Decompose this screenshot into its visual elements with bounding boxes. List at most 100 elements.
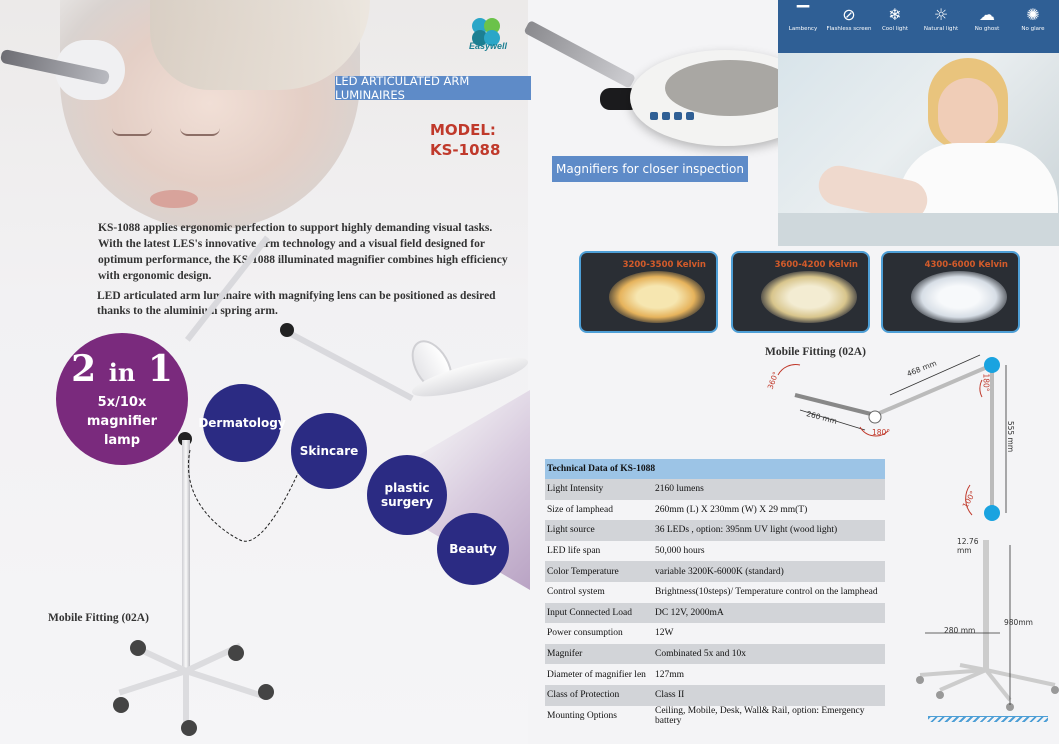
natural-light-icon: ☼ xyxy=(933,5,949,24)
table-title: Technical Data of KS-1088 xyxy=(545,459,885,479)
power-cable xyxy=(188,420,321,542)
dim-980mm: 980mm xyxy=(1004,618,1033,627)
spec-value: Combinated 5x and 10x xyxy=(655,643,885,665)
badge-in: in xyxy=(108,357,136,387)
spec-label: Power consumption xyxy=(547,628,623,639)
technical-data-table: Technical Data of KS-1088 Light Intensit… xyxy=(545,459,885,726)
kelvin-label: 4300-6000 Kelvin xyxy=(924,260,1008,270)
table-row: Control system Brightness(10steps)/ Tempe… xyxy=(545,582,885,603)
spec-value: variable 3200K-6000K (standard) xyxy=(655,561,885,582)
spec-label: LED life span xyxy=(547,546,601,557)
spec-label: Light source xyxy=(545,520,655,541)
feature-lambency: ▔Lambency xyxy=(780,4,826,32)
application-beauty: Beauty xyxy=(437,513,509,585)
caster-wheel xyxy=(113,697,129,713)
spec-label: Diameter of magnifier len xyxy=(547,669,646,680)
feature-natural-light: ☼ Natural light xyxy=(918,4,964,32)
arm-joint xyxy=(280,323,294,337)
badge-line-2: magnifier xyxy=(86,413,158,429)
feature-cool-light: ❄ Cool light xyxy=(872,4,918,32)
intro-paragraph-2: LED articulated arm luminaire with magni… xyxy=(97,290,496,317)
spec-label: Size of lamphead xyxy=(547,504,613,515)
closed-eye-right xyxy=(180,128,220,136)
beautician-photo xyxy=(778,53,1059,246)
warm-led-ring xyxy=(609,271,705,323)
spec-value: Brightness(10steps)/ Temperature control… xyxy=(655,587,878,598)
lamp-head-photo xyxy=(523,0,820,150)
feature-label: Cool light xyxy=(881,26,909,32)
feature-label: Flashless screen xyxy=(826,26,872,32)
lamp-pole xyxy=(182,440,190,670)
neutral-led-ring xyxy=(761,271,857,323)
spec-value: Class II xyxy=(655,684,885,706)
feature-no-glare: ✺ No glare xyxy=(1010,4,1056,32)
spec-value: 127mm xyxy=(655,669,685,680)
spec-value: DC 12V, 2000mA xyxy=(655,602,885,624)
spec-label: Input Connected Load xyxy=(545,602,655,624)
ground-line xyxy=(928,716,1048,722)
table-row: LED life span 50,000 hours xyxy=(545,541,885,562)
feature-label: Natural light xyxy=(923,26,959,32)
intro-paragraph-1: KS-1088 applies ergonomic perfection to … xyxy=(98,222,508,282)
spec-label: Class of Protection xyxy=(545,684,655,706)
brand-name: Easywell xyxy=(468,41,508,51)
cool-light-icon: ❄ xyxy=(888,5,902,24)
caster-wheel xyxy=(228,645,244,661)
application-skincare: Skincare xyxy=(291,413,367,489)
cool-led-ring xyxy=(911,271,1007,323)
model-value: KS-1088 xyxy=(430,141,501,159)
lips xyxy=(150,190,198,208)
feature-label: No glare xyxy=(1021,26,1045,32)
kelvin-card-warm: 3200-3500 Kelvin xyxy=(579,251,718,333)
feature-label: No ghost xyxy=(974,26,1000,32)
dim-555mm: 555 mm xyxy=(1006,420,1016,453)
spec-value: Ceiling, Mobile, Desk, Wall& Rail, optio… xyxy=(655,705,865,726)
no-glare-icon: ✺ xyxy=(1026,5,1040,24)
no-ghost-icon: ☁ xyxy=(979,5,995,24)
spec-label: Magnifer xyxy=(545,643,655,665)
table-row: Power consumption 12W xyxy=(545,623,885,644)
caster-wheel xyxy=(258,684,274,700)
dim-280mm: 280 mm xyxy=(944,626,976,635)
dim-rotation-180-lower: 180° xyxy=(872,428,891,437)
spec-label: Mounting Options xyxy=(547,710,617,721)
base-leg xyxy=(183,671,189,726)
closed-eye-left xyxy=(112,128,152,136)
two-in-one-badge: 2 in 1 5x/10x magnifier lamp xyxy=(56,333,188,465)
badge-number-1: 1 xyxy=(147,347,173,390)
mobile-fitting-caption-left: Mobile Fitting (02A) xyxy=(48,612,149,624)
dimension-diagram xyxy=(777,354,1059,711)
kelvin-label: 3600-4200 Kelvin xyxy=(774,260,858,270)
model-label: MODEL: xyxy=(430,121,496,139)
dim-12-76mm: 12.76 mm xyxy=(957,537,979,555)
spec-value: 36 LEDs , option: 395nm UV light (wood l… xyxy=(655,520,885,541)
application-dermatology: Dermatology xyxy=(198,384,286,462)
dim-rotation-180-upper: 180° xyxy=(981,373,991,392)
feature-flashless-screen: ⊘ Flashless screen xyxy=(826,4,872,32)
caster-wheel xyxy=(130,640,146,656)
badge-line-3: lamp xyxy=(103,432,141,448)
mobile-fitting-caption-right: Mobile Fitting (02A) xyxy=(765,346,866,358)
spec-value: 50,000 hours xyxy=(655,546,705,557)
spec-label: Color Temperature xyxy=(545,561,655,582)
badge-number-2: 2 xyxy=(71,347,97,390)
spec-label: Control system xyxy=(547,587,605,598)
caster-wheel xyxy=(181,720,197,736)
spec-value: 2160 lumens xyxy=(655,479,885,500)
feature-icon-bar: ▔Lambency ⊘Flashless screen ❄Cool light … xyxy=(778,0,1059,53)
kelvin-card-neutral: 3600-4200 Kelvin xyxy=(731,251,870,333)
application-plastic-surgery: plastic surgery xyxy=(367,455,447,535)
feature-label: Lambency xyxy=(788,26,818,32)
easywell-logo-icon xyxy=(472,18,500,46)
luminaires-banner: LED ARTICULATED ARM LUMINAIRES xyxy=(335,74,531,102)
spec-value: 260mm (L) X 230mm (W) X 29 mm(T) xyxy=(655,504,808,515)
spec-value: 12W xyxy=(655,628,674,639)
model-block: MODEL: KS-1088 xyxy=(430,120,500,160)
flashless-screen-icon: ⊘ xyxy=(842,5,856,24)
